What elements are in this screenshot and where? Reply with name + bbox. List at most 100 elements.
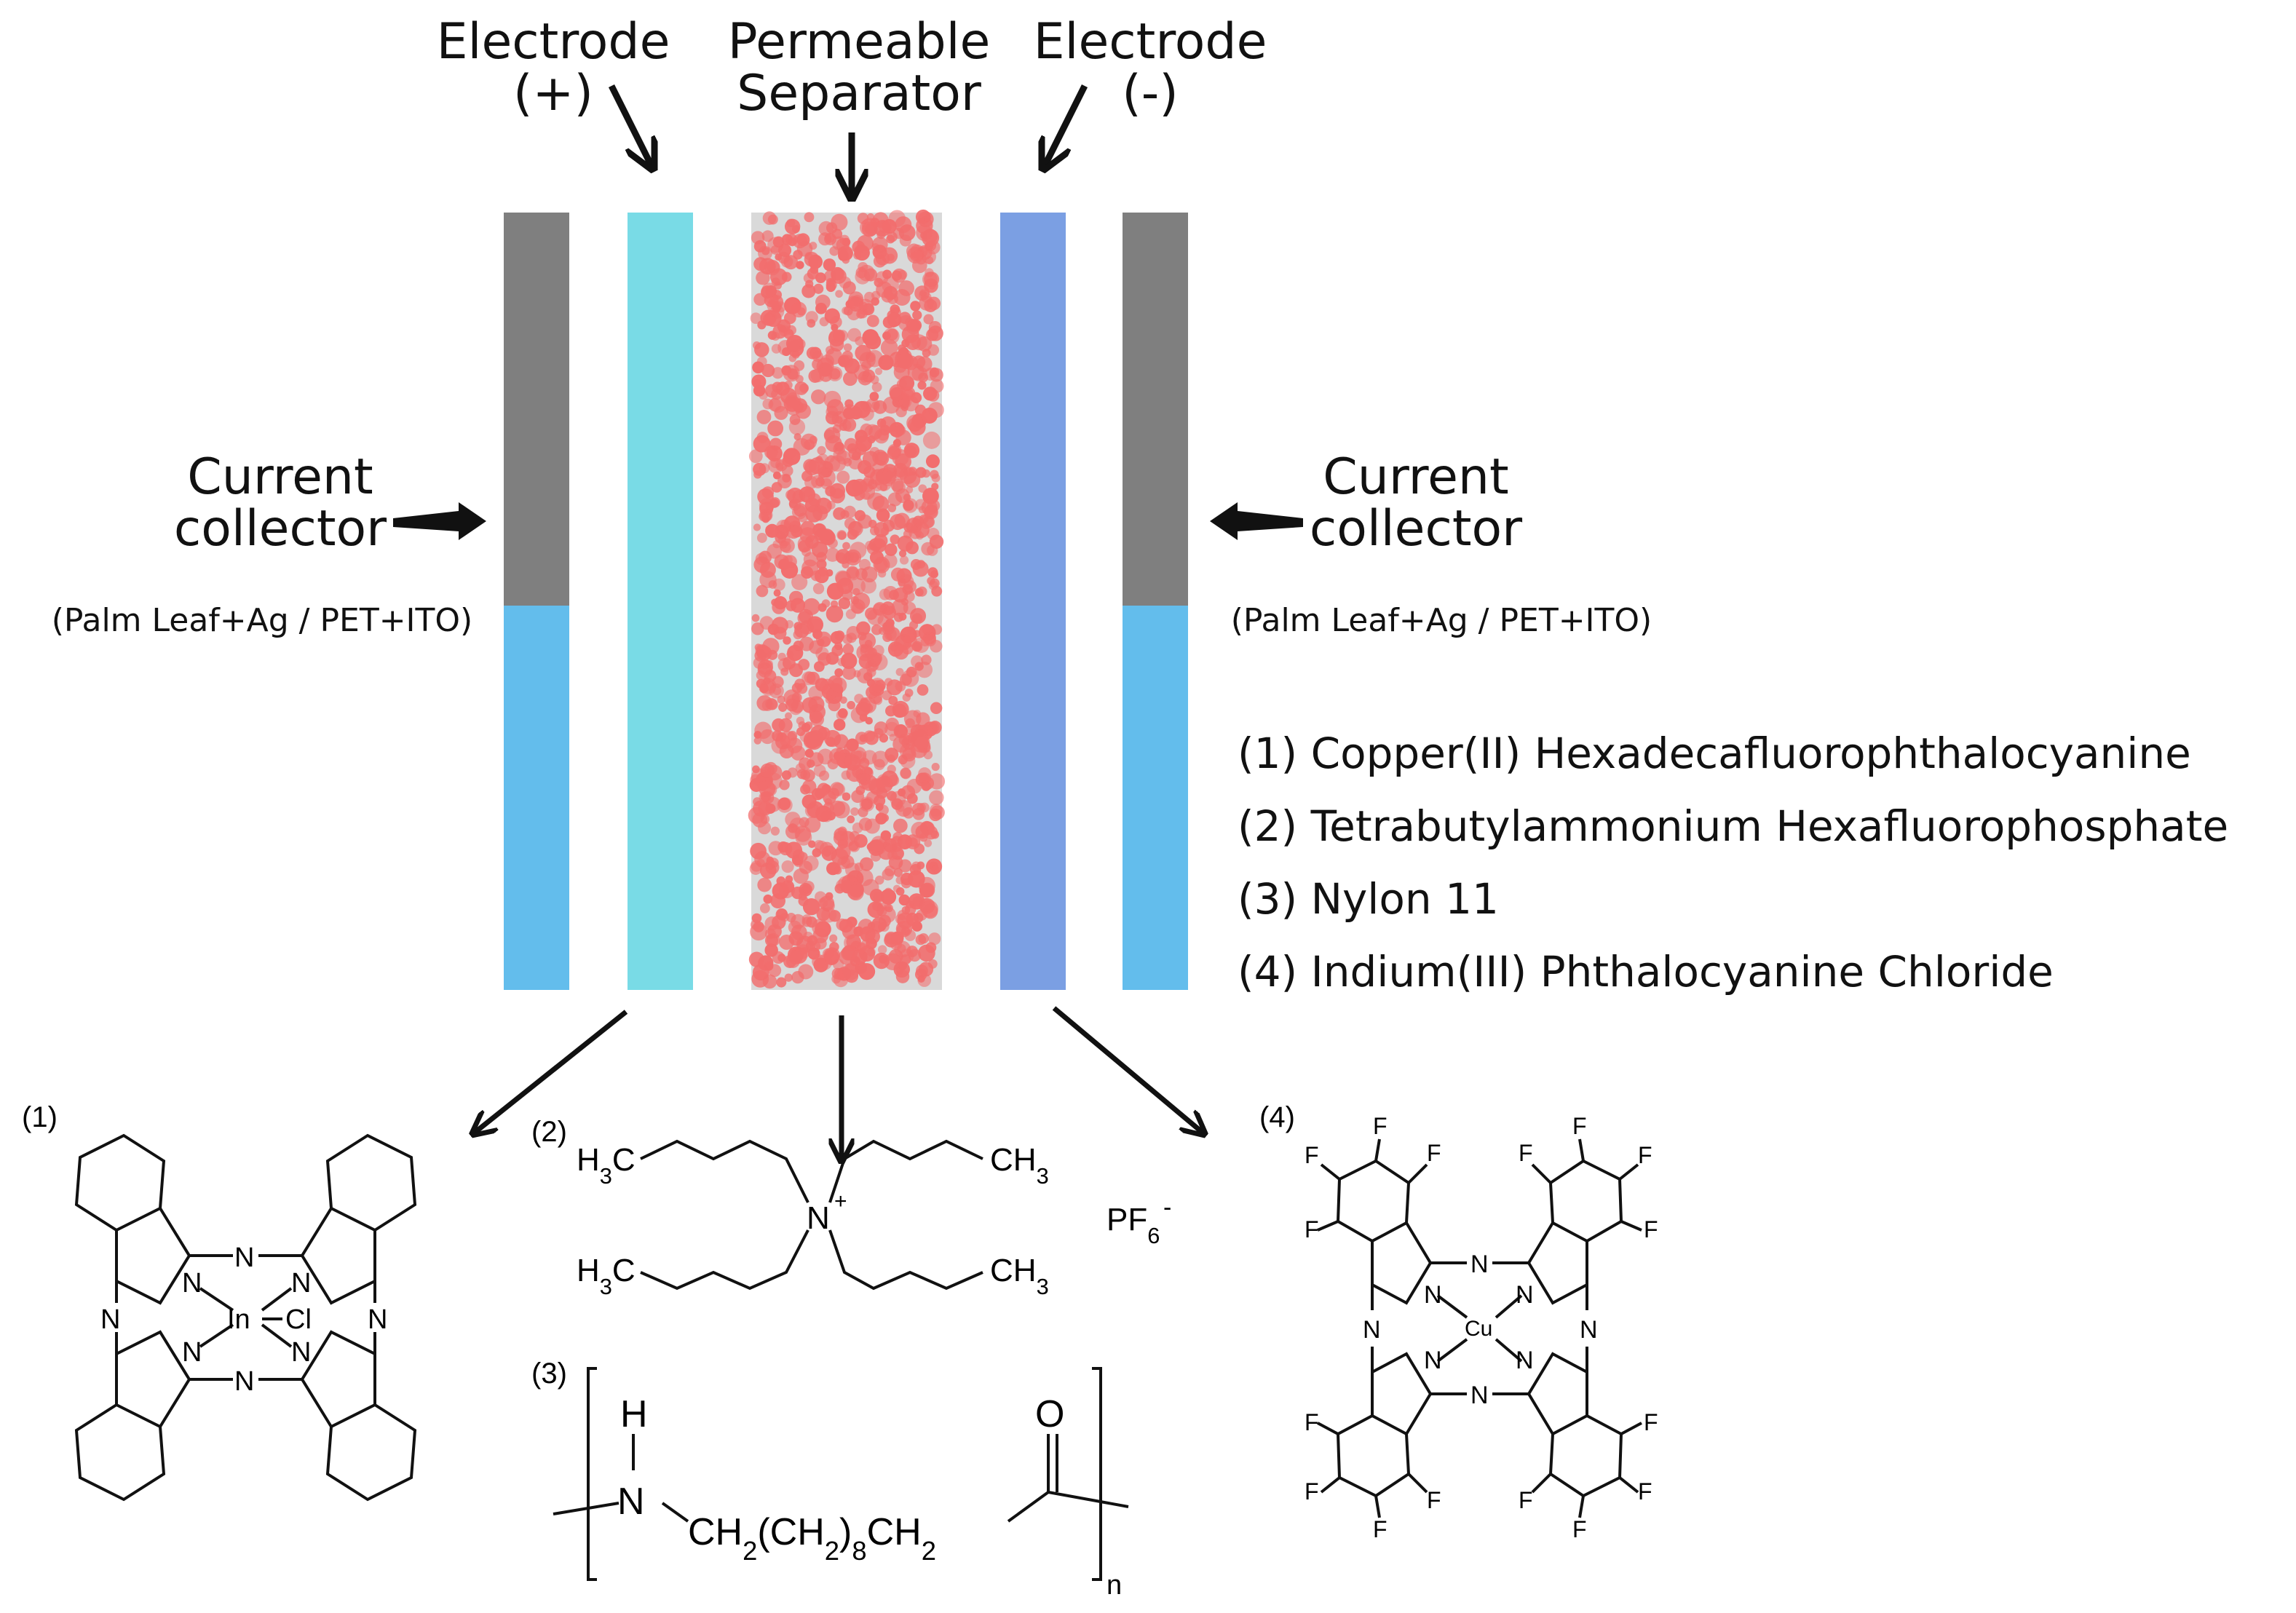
separator-particle: [917, 861, 925, 870]
separator-particle: [872, 237, 888, 253]
separator-particle: [880, 889, 897, 905]
separator-particle: [860, 375, 868, 383]
separator-particle: [887, 754, 895, 764]
atom-fluorine: F: [1572, 1516, 1587, 1542]
separator-particle: [770, 893, 786, 909]
separator-particle: [812, 582, 825, 595]
separator-particle: [780, 667, 789, 676]
separator-particle: [758, 955, 774, 971]
separator-particle: [850, 807, 859, 816]
separator-particle: [767, 924, 782, 939]
separator-particle: [870, 851, 882, 862]
separator-particle: [819, 770, 830, 781]
separator-particle: [809, 752, 824, 766]
molecule-4-copper-fluorophthalocyanine: (4): [1259, 1101, 1658, 1542]
separator-particle: [785, 698, 799, 712]
separator-particle: [863, 475, 874, 486]
separator-particle: [825, 486, 836, 497]
separator-particle: [863, 291, 875, 303]
separator-particle: [775, 908, 788, 921]
separator-particle: [809, 640, 823, 654]
separator-particle: [898, 859, 912, 873]
separator-particle: [911, 655, 924, 668]
separator-particle: [845, 609, 856, 619]
separator-particle: [887, 312, 902, 328]
separator-particle: [804, 212, 815, 223]
separator-particle: [864, 268, 878, 282]
separator-particle: [911, 334, 927, 351]
separator-particle: [812, 629, 823, 640]
separator-particle: [765, 697, 777, 710]
collector-arrows: [393, 502, 1303, 540]
separator-particle: [823, 390, 842, 408]
atom-o: O: [1035, 1393, 1064, 1435]
separator-particle: [818, 528, 835, 544]
separator-particle: [866, 314, 879, 328]
separator-particle: [835, 290, 843, 298]
separator-particle: [918, 767, 932, 781]
separator-particle: [831, 974, 842, 984]
separator-particle: [781, 464, 793, 477]
molecule-3-atoms: H N O CH2(CH2)8CH2 n: [617, 1393, 1122, 1601]
methyl-bottom-right: CH3: [990, 1253, 1049, 1299]
legend-item-4: (4) Indium(III) Phthalocyanine Chloride: [1238, 947, 2054, 996]
atom-n: N: [1516, 1347, 1534, 1374]
separator-particle: [891, 270, 902, 281]
molecule-4-atoms: N N N N N N N N Cu: [1363, 1251, 1598, 1409]
separator-particle: [882, 218, 897, 234]
separator-particle: [846, 738, 859, 752]
separator-particle: [931, 483, 939, 491]
pc-skeleton-1: [74, 1133, 417, 1502]
separator-particle: [785, 448, 796, 459]
separator-particle: [803, 855, 819, 871]
separator-particle: [762, 398, 774, 410]
separator-particle: [759, 463, 770, 474]
separator-particle: [915, 934, 927, 946]
atom-n: N: [182, 1337, 202, 1368]
separator-particle: [882, 396, 900, 414]
separator-particle: [772, 324, 788, 339]
separator-particle: [902, 693, 911, 702]
separator-particle: [868, 520, 877, 528]
separator-particle: [815, 938, 827, 950]
separator-particle: [847, 884, 863, 900]
separator-particle: [902, 748, 917, 762]
atom-n: N: [234, 1366, 254, 1397]
separator-particle: [881, 290, 894, 303]
separator-particle: [892, 700, 909, 718]
legend-item-2: (2) Tetrabutylammonium Hexafluorophospha…: [1238, 801, 2229, 851]
separator-particle: [767, 420, 784, 437]
separator-particle: [821, 599, 831, 608]
separator-particle: [815, 294, 831, 310]
separator-particle: [864, 731, 879, 745]
separator-particle: [906, 541, 919, 555]
separator-particle: [794, 381, 809, 395]
atom-n: N: [291, 1337, 311, 1368]
separator-particle: [772, 718, 785, 732]
separator-particle: [826, 346, 835, 355]
separator-particle: [866, 791, 879, 804]
separator-particle: [917, 381, 927, 390]
atom-n: N: [1580, 1316, 1598, 1344]
separator-particle: [757, 659, 774, 675]
separator-particle: [856, 869, 874, 887]
separator-particle: [903, 633, 917, 647]
separator-particle: [772, 675, 784, 688]
separator-particle: [871, 381, 882, 392]
separator-particle: [811, 541, 828, 558]
pc-skeleton-4: [1317, 1138, 1642, 1518]
separator-particle: [804, 803, 820, 818]
separator-particle: [901, 339, 910, 348]
separator-particle: [840, 652, 858, 670]
molecule-1-indium-phthalocyanine: (1) N: [22, 1101, 417, 1502]
separator-particle: [759, 498, 775, 514]
separator-particle: [892, 439, 902, 448]
separator-particle: [886, 328, 898, 341]
separator-particle: [848, 841, 859, 852]
separator-particle: [890, 836, 903, 848]
separator-particle: [798, 721, 807, 729]
molecule-3-number: (3): [531, 1358, 567, 1390]
separator-label: Permeable Separator: [727, 13, 991, 123]
separator-particle: [764, 310, 782, 328]
separator-particle: [855, 429, 868, 443]
